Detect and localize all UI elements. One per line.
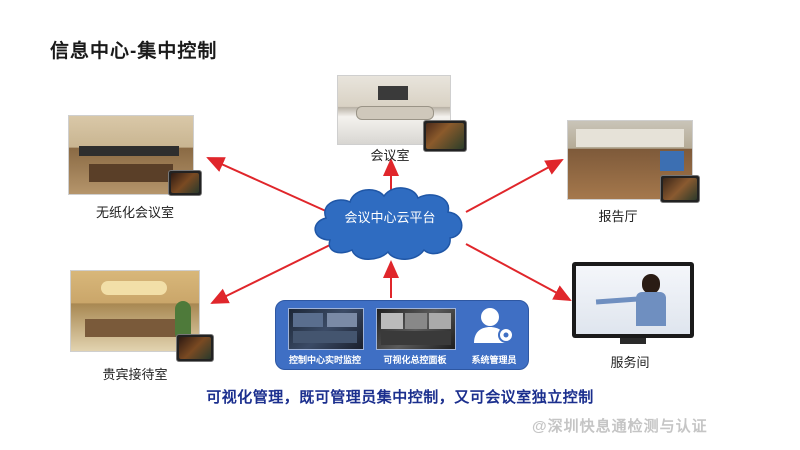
- node-label-top: 会议室: [370, 148, 410, 163]
- node-label-top-left: 无纸化会议室: [95, 205, 174, 220]
- control-panel: 控制中心实时监控 可视化总控面板 系统管理员: [275, 300, 529, 370]
- page-title: 信息中心-集中控制: [50, 41, 218, 62]
- monitoring-screen: [288, 308, 364, 350]
- node-label-top-right: 报告厅: [598, 209, 638, 224]
- paperless-room-tablet: [168, 170, 202, 196]
- service-room-tv: [572, 262, 694, 338]
- panel-label-monitoring: 控制中心实时监控: [288, 355, 361, 365]
- admin-user-icon: [472, 305, 516, 347]
- panel-label-admin: 系统管理员: [471, 355, 517, 365]
- watermark: @深圳快息通检测与认证: [532, 418, 708, 435]
- arrow-to-top-left: [206, 157, 329, 213]
- arrow-to-bottom-right: [465, 243, 572, 301]
- cloud-shape: [314, 187, 463, 260]
- arrow-to-top-right: [465, 159, 564, 213]
- dashboard-screen: [376, 308, 456, 350]
- tv-stand: [620, 338, 646, 344]
- node-label-bottom-left: 贵宾接待室: [102, 367, 168, 382]
- meeting-room-tablet: [423, 120, 467, 152]
- arrow-to-bottom-left: [210, 243, 333, 304]
- panel-label-dashboard: 可视化总控面板: [383, 355, 447, 365]
- node-label-bottom-right: 服务间: [610, 355, 650, 370]
- vip-room-tablet: [176, 334, 214, 362]
- caption: 可视化管理，既可管理员集中控制，又可会议室独立控制: [206, 389, 594, 406]
- cloud-label: 会议中心云平台: [344, 210, 436, 225]
- lecture-hall-tablet: [660, 175, 700, 203]
